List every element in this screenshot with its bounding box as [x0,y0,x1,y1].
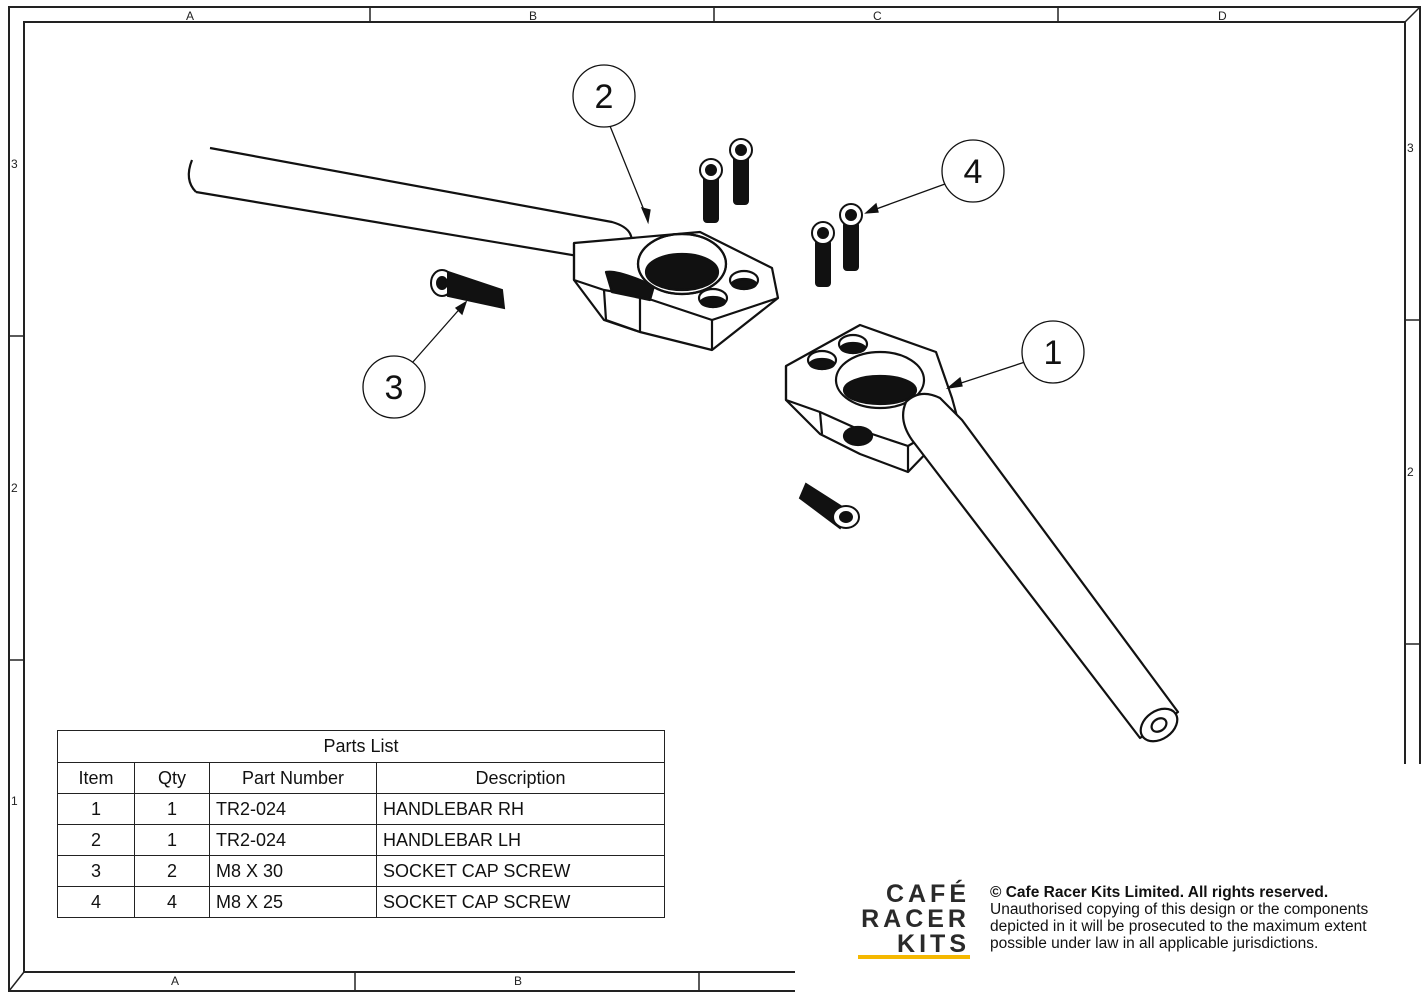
cell-part-number: TR2-024 [209,824,377,856]
screw-m8x30-2 [798,482,860,530]
balloon-3-label: 3 [385,369,404,407]
zone-label-bottom-b: B [514,974,522,988]
cell-qty: 1 [134,793,210,825]
handlebar-rh [784,323,1180,743]
cell-item: 3 [57,855,135,887]
cell-part-number: TR2-024 [209,793,377,825]
cell-item: 4 [57,886,135,918]
leader-lines [411,125,1026,389]
column-header-description: Description [376,762,665,794]
zone-label-left-3: 3 [11,157,18,171]
table-row: 2 1 TR2-024 HANDLEBAR LH [57,824,665,856]
zone-label-bottom-a: A [171,974,179,988]
table-row: 1 1 TR2-024 HANDLEBAR RH [57,793,665,825]
balloon-4: 4 [941,139,1005,203]
zone-label-left-1: 1 [11,794,18,808]
cell-item: 2 [57,824,135,856]
column-header-part-number: Part Number [209,762,377,794]
handlebar-lh [187,146,780,352]
balloon-2: 2 [572,64,636,128]
table-row: 4 4 M8 X 25 SOCKET CAP SCREW [57,886,665,918]
zone-label-top-d: D [1218,9,1227,23]
table-row: 3 2 M8 X 30 SOCKET CAP SCREW [57,855,665,887]
parts-list-table: Parts List Item Qty Part Number Descript… [57,730,665,918]
cell-qty: 1 [134,824,210,856]
cell-item: 1 [57,793,135,825]
frame-shadow [8,6,1421,992]
logo-line-2: RACER [861,905,970,933]
screws-m8x25-upper [699,138,753,223]
balloon-4-label: 4 [964,153,983,191]
balloon-3: 3 [362,355,426,419]
logo-line-1: CAFÉ [885,880,970,908]
cell-description: HANDLEBAR RH [376,793,665,825]
balloon-1-label: 1 [1044,334,1063,372]
cell-part-number: M8 X 30 [209,855,377,887]
zone-label-right-3: 3 [1407,141,1414,155]
title-area-mask [795,764,1427,998]
logo-underline [858,955,970,959]
parts-list-title: Parts List [57,730,665,763]
balloon-1: 1 [1021,320,1085,384]
cell-description: SOCKET CAP SCREW [376,855,665,887]
cell-part-number: M8 X 25 [209,886,377,918]
copyright-body: Unauthorised copying of this design or t… [990,901,1369,952]
cell-qty: 2 [134,855,210,887]
cell-description: HANDLEBAR LH [376,824,665,856]
zone-dividers [9,7,1420,991]
cell-description: SOCKET CAP SCREW [376,886,665,918]
zone-label-left-2: 2 [11,481,18,495]
zone-label-top-c: C [873,9,882,23]
column-header-qty: Qty [134,762,210,794]
logo-line-3: KITS [897,930,970,958]
column-header-item: Item [57,762,135,794]
copyright-notice: © Cafe Racer Kits Limited. All rights re… [990,884,1410,952]
zone-label-right-2: 2 [1407,465,1414,479]
zone-label-top-a: A [186,9,194,23]
zone-label-top-b: B [529,9,537,23]
cafe-racer-kits-logo: CAFÉ RACER KITS [858,881,970,961]
balloon-2-label: 2 [595,78,614,116]
screw-m8x30 [430,269,506,310]
cell-qty: 4 [134,886,210,918]
copyright-heading: © Cafe Racer Kits Limited. All rights re… [990,884,1329,901]
screws-m8x25-lower [811,203,863,287]
